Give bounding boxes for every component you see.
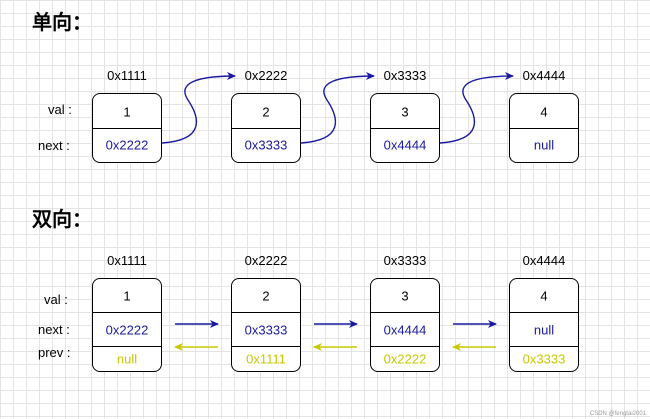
node-divider: [371, 128, 439, 129]
node-divider: [232, 346, 300, 347]
node-divider: [93, 312, 161, 313]
double-node-4-next: null: [533, 322, 555, 338]
node-divider: [93, 128, 161, 129]
double-node-1-val: 1: [123, 288, 131, 304]
single-val-row-label: val :: [48, 102, 72, 117]
node-divider: [371, 346, 439, 347]
single-node-1-address: 0x1111: [107, 68, 147, 83]
single-node-2-address: 0x2222: [244, 68, 288, 83]
double-node-2-next: 0x3333: [244, 322, 288, 338]
single-next-arrow-3-to-4: [439, 72, 514, 144]
double-node-4-val: 4: [540, 288, 548, 304]
node-divider: [510, 312, 578, 313]
node-divider: [510, 346, 578, 347]
node-divider: [93, 346, 161, 347]
single-node-2-val: 2: [262, 104, 270, 120]
double-prev-row-label: prev :: [38, 345, 71, 360]
double-node-2-address: 0x2222: [244, 253, 288, 268]
double-node-3: 3 0x4444 0x2222: [370, 278, 440, 372]
node-divider: [232, 312, 300, 313]
double-val-row-label: val :: [44, 292, 68, 307]
double-node-2-prev: 0x1111: [246, 351, 286, 367]
double-node-3-prev: 0x2222: [383, 351, 427, 367]
double-next-row-label: next :: [38, 322, 70, 337]
single-node-1-next: 0x2222: [105, 137, 149, 153]
single-node-1-val: 1: [123, 104, 131, 120]
single-list-title: 单向：: [32, 10, 92, 34]
double-node-4: 4 null 0x3333: [509, 278, 579, 372]
single-node-3-address: 0x3333: [383, 68, 427, 83]
node-divider: [232, 128, 300, 129]
node-divider: [371, 312, 439, 313]
double-node-4-address: 0x4444: [522, 253, 566, 268]
watermark: CSDN @fengtai2001: [589, 411, 646, 417]
single-node-2-next: 0x3333: [244, 137, 288, 153]
node-divider: [510, 128, 578, 129]
single-node-3-next: 0x4444: [383, 137, 427, 153]
single-node-4-address: 0x4444: [522, 68, 566, 83]
double-node-4-prev: 0x3333: [522, 351, 566, 367]
single-node-2: 2 0x3333: [231, 93, 301, 163]
double-node-2: 2 0x3333 0x1111: [231, 278, 301, 372]
single-next-arrow-2-to-3: [300, 72, 375, 144]
double-list-title: 双向：: [32, 207, 92, 231]
single-node-4: 4 null: [509, 93, 579, 163]
double-node-1-address: 0x1111: [107, 253, 147, 268]
single-node-4-next: null: [533, 137, 555, 153]
double-node-1-prev: null: [116, 351, 138, 367]
single-node-3: 3 0x4444: [370, 93, 440, 163]
double-node-3-address: 0x3333: [383, 253, 427, 268]
single-node-3-val: 3: [401, 104, 409, 120]
double-node-1: 1 0x2222 null: [92, 278, 162, 372]
double-node-3-val: 3: [401, 288, 409, 304]
single-next-arrow-1-to-2: [161, 72, 236, 144]
double-node-2-val: 2: [262, 288, 270, 304]
double-node-1-next: 0x2222: [105, 322, 149, 338]
double-node-3-next: 0x4444: [383, 322, 427, 338]
single-next-row-label: next :: [38, 138, 70, 153]
single-node-1: 1 0x2222: [92, 93, 162, 163]
single-node-4-val: 4: [540, 104, 548, 120]
